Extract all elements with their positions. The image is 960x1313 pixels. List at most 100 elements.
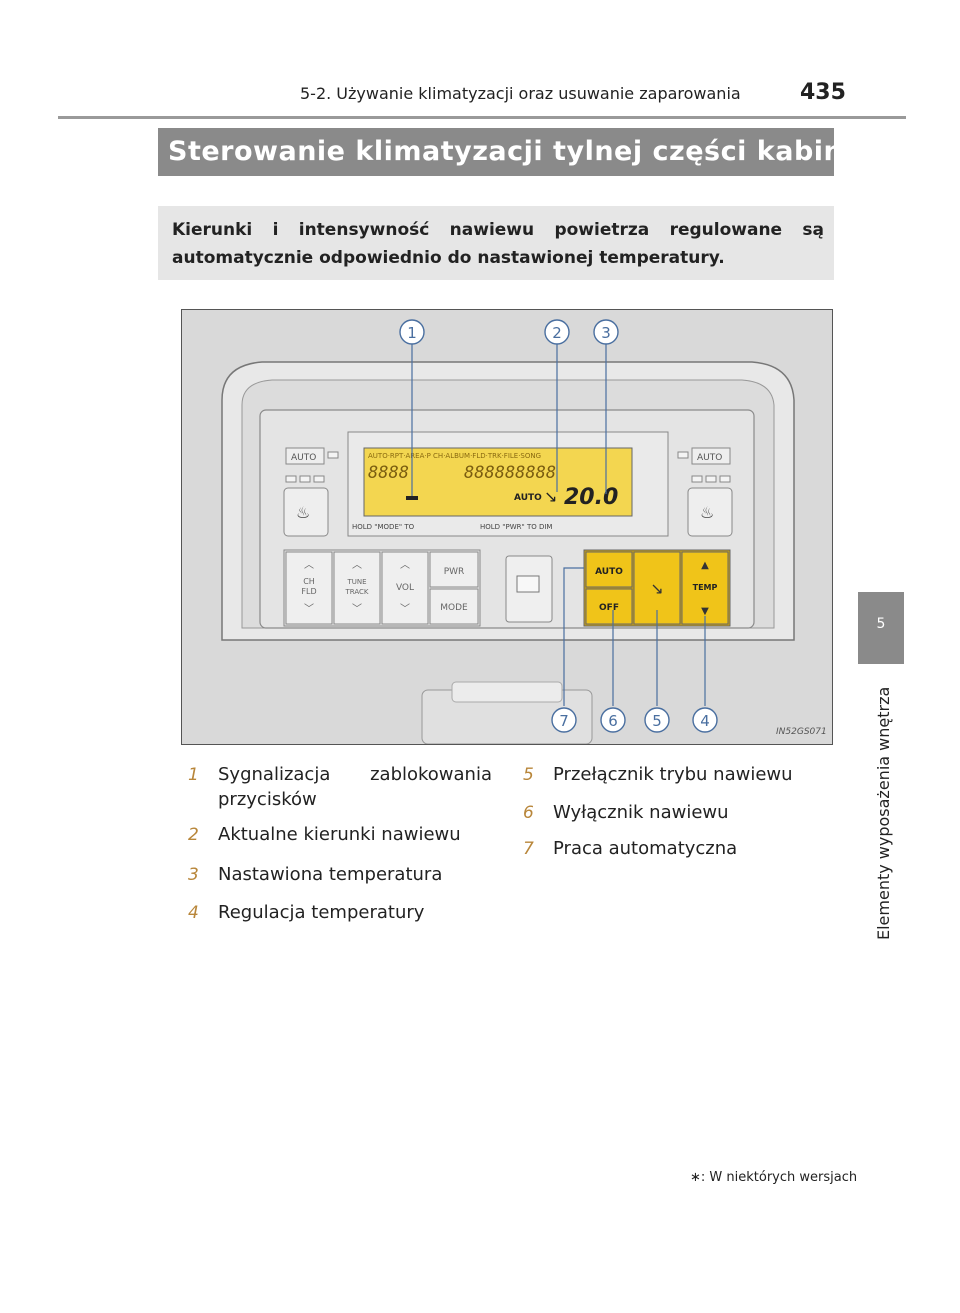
control-panel-illustration: AUTO·RPT·AREA·P CH·ALBUM·FLD·TRK·FILE·SO… <box>221 319 795 744</box>
figure-id: IN52GS071 <box>776 727 827 737</box>
callout-6: 6 <box>608 712 618 730</box>
svg-text:︿: ︿ <box>304 560 314 571</box>
legend-badge-2: 2 <box>188 825 199 845</box>
chapter-number: 5 <box>876 616 886 632</box>
seat-left-ind-3 <box>313 475 325 483</box>
seat-right-ind-3 <box>719 475 731 483</box>
mode-label: MODE <box>440 603 468 613</box>
legend-badge-3: 3 <box>188 865 199 885</box>
ch-fld-button <box>285 551 333 625</box>
title-bar <box>158 128 834 176</box>
pwr-button <box>429 551 479 588</box>
airflow-icon: ↘ <box>544 487 557 506</box>
svg-text:﹀: ﹀ <box>352 603 362 615</box>
auto-left-indicator <box>327 451 339 459</box>
climate-off-label: OFF <box>599 603 619 613</box>
seat-right-ind-2 <box>705 475 717 483</box>
legend-text-5: Przełącznik trybu nawiewu <box>553 764 793 785</box>
lcd-header-row: AUTO·RPT·AREA·P CH·ALBUM·FLD·TRK·FILE·SO… <box>368 452 541 460</box>
climate-off-button <box>585 588 633 625</box>
section-title: Sterowanie klimatyzacji tylnej części ka… <box>168 136 877 167</box>
auto-left-button <box>285 447 325 465</box>
legend-badge-4: 4 <box>188 903 199 923</box>
svg-text:▼: ▼ <box>701 606 709 617</box>
callout-2: 2 <box>552 324 562 342</box>
tune-label: TUNE <box>346 578 366 586</box>
legend-badge-1: 1 <box>188 765 199 785</box>
legend-item-6: 6 Wyłącznik nawiewu <box>523 800 823 825</box>
mode-button <box>429 588 479 625</box>
legend-text-1: Sygnalizacja zablokowania przycisków <box>218 764 492 810</box>
footnote: ∗: W niektórych wersjach <box>690 1170 858 1185</box>
legend-text-2: Aktualne kierunki nawiewu <box>218 824 461 845</box>
lcd-hint-left: HOLD "MODE" TO <box>352 523 415 531</box>
seat-left-ind-2 <box>299 475 311 483</box>
callout-leaders <box>411 344 706 706</box>
control-panel-figure: AUTO·RPT·AREA·P CH·ALBUM·FLD·TRK·FILE·SO… <box>181 309 833 745</box>
tune-track-button <box>333 551 381 625</box>
seat-left-ind-1 <box>285 475 297 483</box>
callout-5: 5 <box>652 712 662 730</box>
lcd-temperature: 20.0 <box>564 485 618 510</box>
ch-label: CH <box>303 577 315 586</box>
svg-text:︿: ︿ <box>352 560 362 571</box>
temp-button <box>681 551 729 625</box>
legend-text-6: Wyłącznik nawiewu <box>553 802 729 823</box>
running-header: 5-2. Używanie klimatyzacji oraz usuwanie… <box>300 84 741 103</box>
legend-text-4: Regulacja temperatury <box>218 902 425 923</box>
chapter-label-wrap: Elementy wyposażenia wnętrza <box>842 686 922 940</box>
climate-auto-label: AUTO <box>595 567 623 577</box>
callout-circles <box>399 319 718 733</box>
lock-indicator <box>406 496 418 500</box>
temp-label: TEMP <box>693 583 718 592</box>
seat-heater-right-button <box>687 487 733 537</box>
intro-box <box>158 206 834 280</box>
page-number: 435 <box>800 80 846 105</box>
callout-7: 7 <box>559 712 569 730</box>
legend-item-1: 1 Sygnalizacja zablokowania przycisków <box>188 762 492 810</box>
vol-button <box>381 551 429 625</box>
svg-text:▲: ▲ <box>701 560 709 571</box>
section-title-text: Sterowanie klimatyzacji tylnej części ka… <box>168 136 862 167</box>
lcd-seg-left: 8888 <box>368 463 409 483</box>
footnote-marker: ∗ <box>861 136 877 157</box>
vol-label: VOL <box>396 583 414 593</box>
legend-text-7: Praca automatyczna <box>553 838 738 859</box>
legend-item-5: 5 Przełącznik trybu nawiewu <box>523 762 823 787</box>
intro-text: Kierunki i intensywność nawiewu powietrz… <box>172 220 824 268</box>
auto-right-indicator <box>677 451 689 459</box>
svg-text:﹀: ﹀ <box>304 603 314 615</box>
lower-console-slot <box>451 681 563 703</box>
auto-left-label: AUTO <box>291 453 316 463</box>
svg-text:﹀: ﹀ <box>400 603 410 615</box>
auto-right-label: AUTO <box>697 453 722 463</box>
svg-text:︿: ︿ <box>400 560 410 571</box>
track-label: TRACK <box>345 588 369 596</box>
chapter-label: Elementy wyposażenia wnętrza <box>874 686 893 940</box>
lcd-screen <box>363 447 633 517</box>
seat-heater-left-icon: ♨ <box>296 503 310 522</box>
legend-item-2: 2 Aktualne kierunki nawiewu <box>188 822 488 847</box>
seat-heater-left-button <box>283 487 329 537</box>
callout-3: 3 <box>601 324 611 342</box>
airflow-mode-icon: ↘ <box>650 579 663 598</box>
legend-text-3: Nastawiona temperatura <box>218 864 443 885</box>
fld-label: FLD <box>301 587 316 596</box>
legend-badge-6: 6 <box>523 803 534 823</box>
callout-4: 4 <box>700 712 710 730</box>
pwr-label: PWR <box>444 567 465 577</box>
legend-item-3: 3 Nastawiona temperatura <box>188 862 488 887</box>
screen-icon <box>516 575 540 593</box>
legend-item-7: 7 Praca automatyczna <box>523 836 823 861</box>
seat-right-ind-1 <box>691 475 703 483</box>
legend-item-4: 4 Regulacja temperatury <box>188 900 488 925</box>
legend-badge-5: 5 <box>523 765 534 785</box>
lcd-auto: AUTO <box>514 493 542 503</box>
climate-auto-button <box>585 551 633 588</box>
callout-1: 1 <box>407 324 417 342</box>
header-rule <box>58 116 906 119</box>
lcd-seg-right: 888888888 <box>464 463 556 483</box>
auto-right-button <box>691 447 731 465</box>
chapter-tab <box>858 592 904 664</box>
legend-badge-7: 7 <box>523 839 534 859</box>
